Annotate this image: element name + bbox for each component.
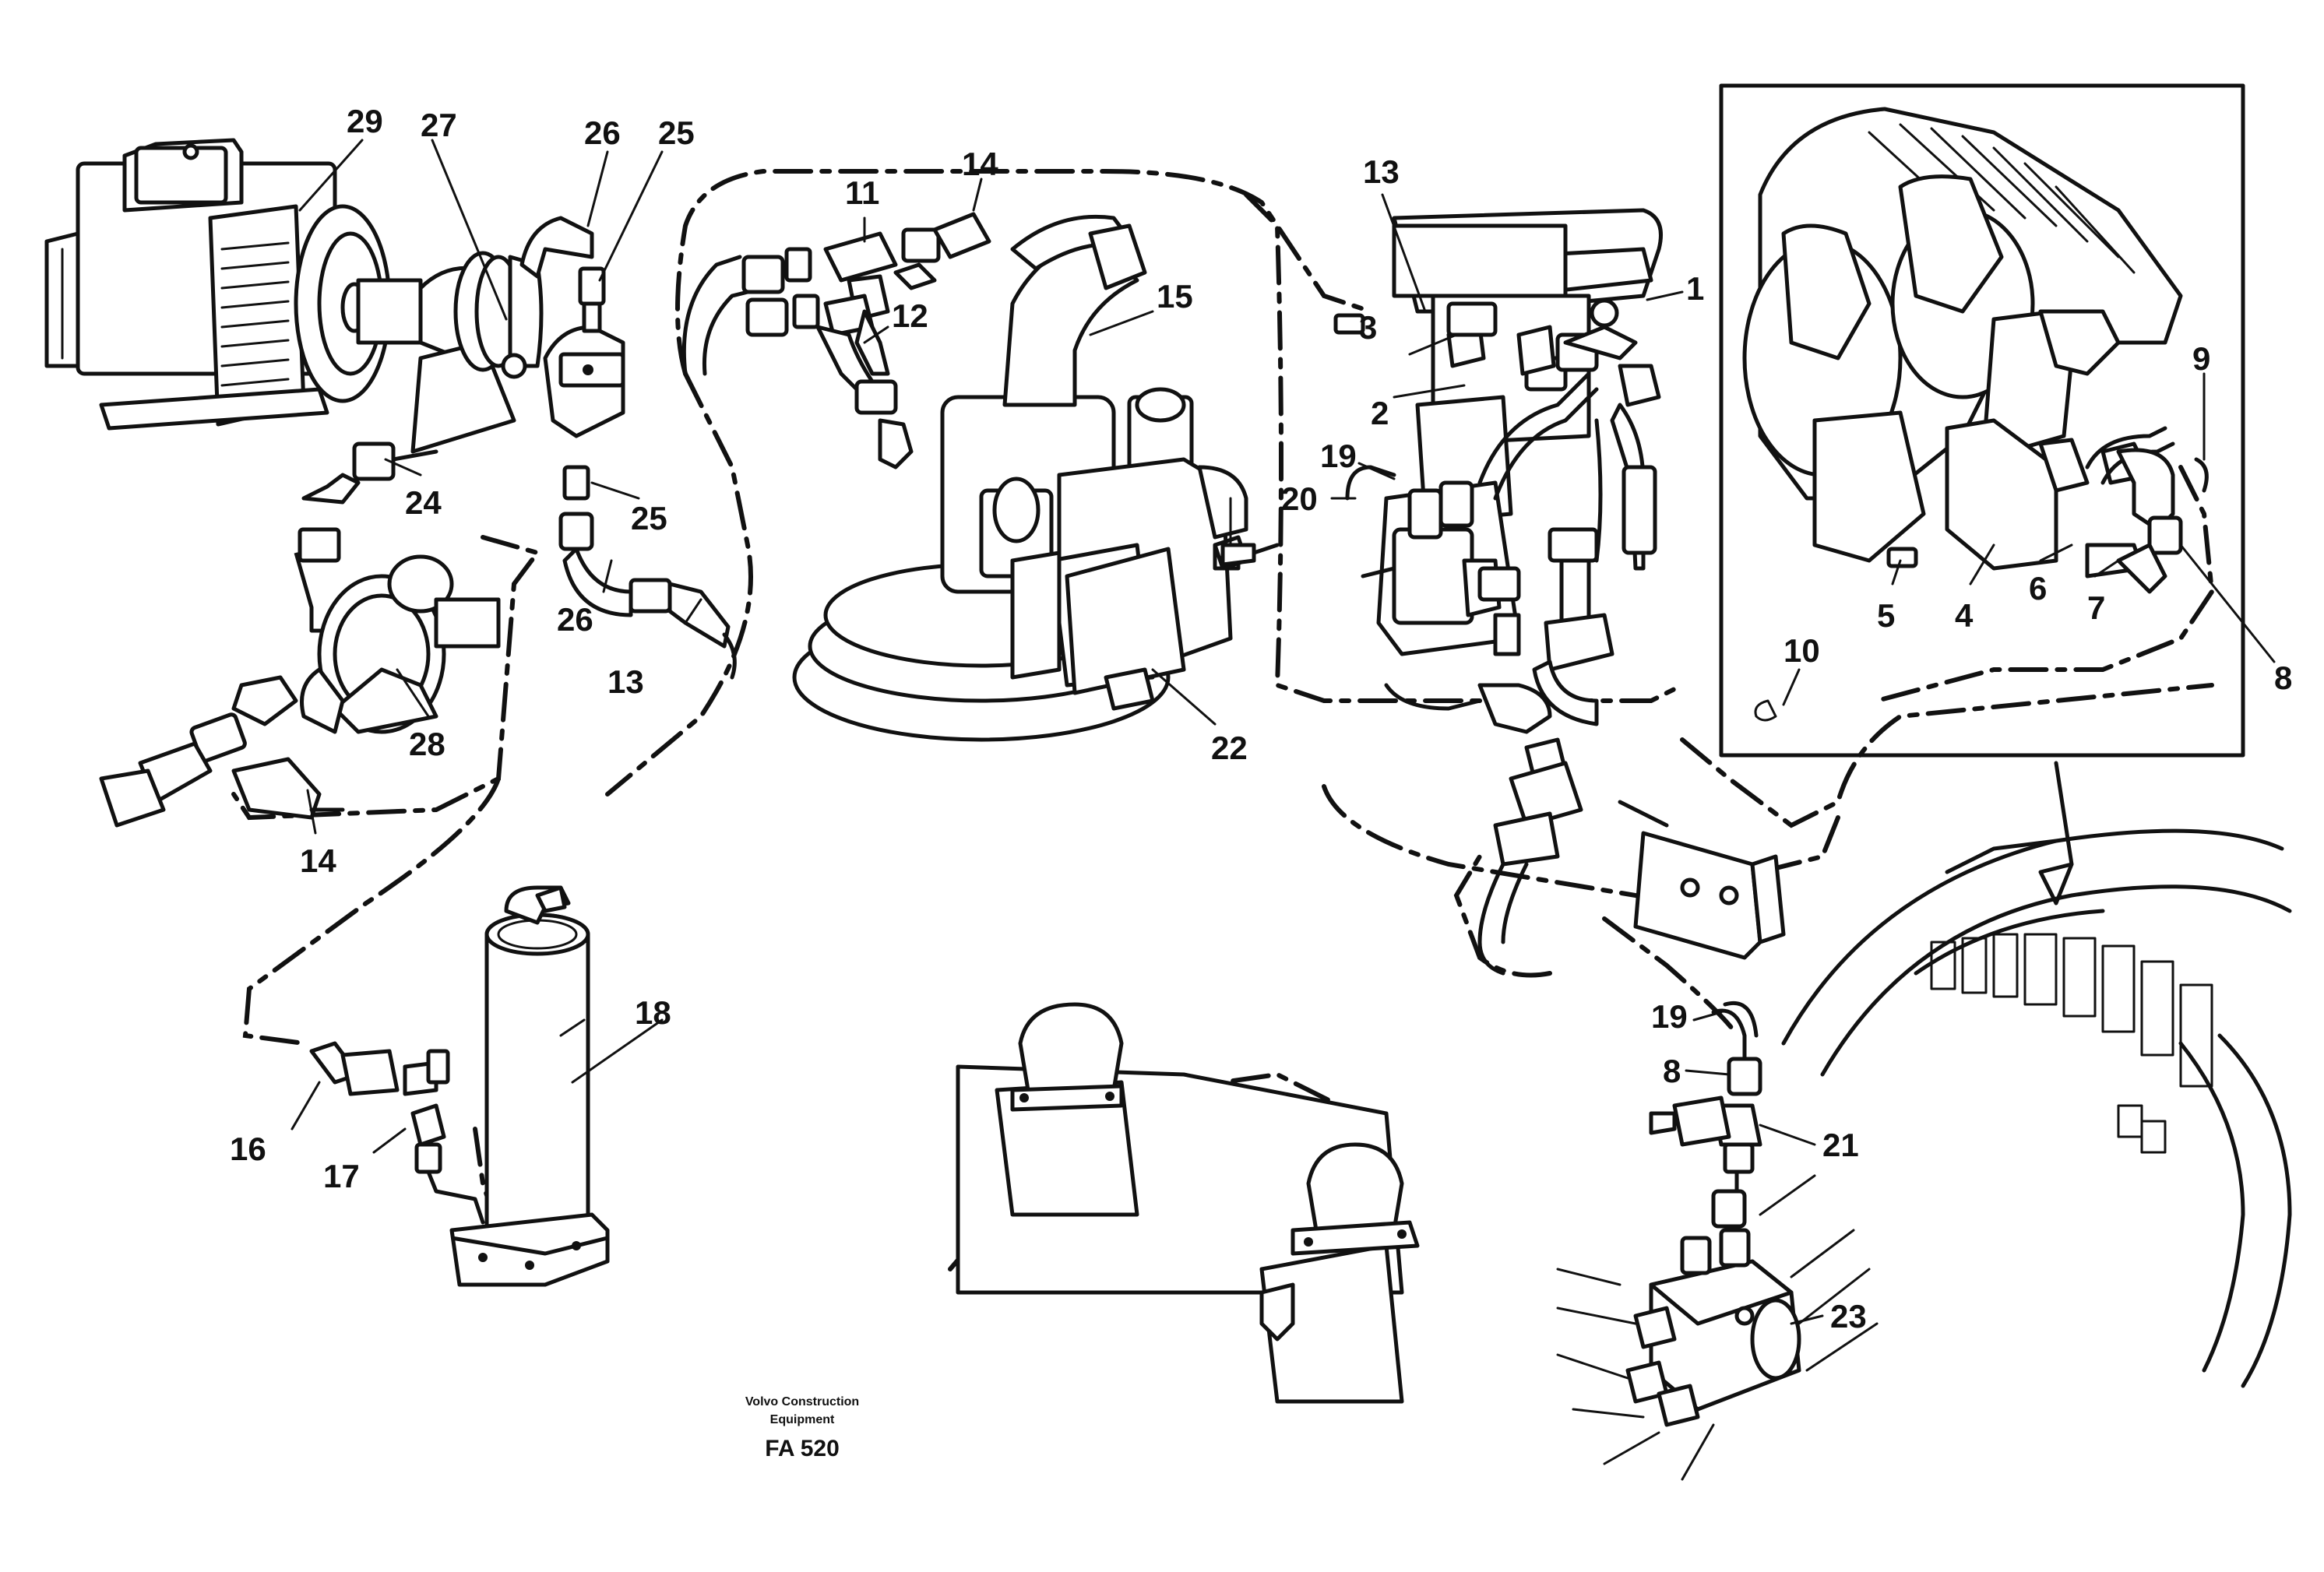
callout-17: 17 xyxy=(323,1158,360,1194)
callout-24: 24 xyxy=(405,484,442,521)
callout-3: 3 xyxy=(1359,309,1377,346)
coupling-assembly xyxy=(453,216,737,680)
callout-13-left: 13 xyxy=(607,663,644,700)
callout-12: 12 xyxy=(892,297,928,334)
callout-27: 27 xyxy=(421,107,457,143)
callout-13-right: 13 xyxy=(1363,153,1400,190)
callout-14-left: 14 xyxy=(300,842,336,879)
callout-29: 29 xyxy=(347,103,383,139)
callout-1: 1 xyxy=(1686,270,1704,307)
callout-4: 4 xyxy=(1955,597,1974,634)
hose-19-lower xyxy=(1477,737,1583,976)
callout-14-top: 14 xyxy=(962,146,998,182)
callout-10: 10 xyxy=(1783,632,1820,669)
detail-inset xyxy=(1719,83,2245,906)
callout-22: 22 xyxy=(1211,730,1248,766)
filter-18-assembly xyxy=(309,885,610,1287)
valve-23-assembly xyxy=(1556,1174,1879,1481)
hoses-11-12-14 xyxy=(681,212,991,469)
callout-numbers: 29 27 26 25 24 25 26 13 28 14 11 14 15 1… xyxy=(230,103,2292,1335)
callout-23: 23 xyxy=(1830,1298,1867,1335)
callout-19-upper: 19 xyxy=(1320,438,1357,474)
callout-26-lower: 26 xyxy=(557,601,593,638)
pump-28-assembly xyxy=(99,527,501,828)
callout-9: 9 xyxy=(2192,340,2210,377)
callout-7: 7 xyxy=(2087,589,2105,626)
callout-2: 2 xyxy=(1371,395,1389,431)
callout-19-lower: 19 xyxy=(1651,998,1688,1035)
callout-5: 5 xyxy=(1877,597,1895,634)
center-motor-assembly xyxy=(792,214,1248,742)
callout-8-inset: 8 xyxy=(2274,659,2292,696)
bracket xyxy=(1618,800,1786,960)
callout-18: 18 xyxy=(635,994,671,1031)
callout-20: 20 xyxy=(1281,480,1318,517)
callout-16: 16 xyxy=(230,1131,266,1167)
callout-8-lower: 8 xyxy=(1663,1053,1681,1089)
callout-26-upper: 26 xyxy=(584,114,621,151)
callout-25-lower: 25 xyxy=(631,500,667,536)
reference-code: FA 520 xyxy=(765,1436,840,1461)
maker-line-1: Volvo Construction xyxy=(745,1395,859,1408)
callout-11: 11 xyxy=(845,174,879,211)
generator-assembly xyxy=(44,138,516,454)
lower-center-blocks xyxy=(956,1002,1420,1404)
callout-21: 21 xyxy=(1822,1127,1859,1163)
callout-6: 6 xyxy=(2029,570,2047,607)
callout-leaders xyxy=(290,139,2276,1325)
callout-15: 15 xyxy=(1157,278,1193,315)
valve-block-assembly xyxy=(1220,208,1663,734)
hose-24 xyxy=(301,441,438,505)
cab-arc xyxy=(1781,828,2292,1388)
callout-28: 28 xyxy=(409,726,445,762)
callout-25-upper: 25 xyxy=(658,114,695,151)
fitting-21-assembly xyxy=(1649,1001,1762,1229)
maker-line-2: Equipment xyxy=(770,1413,835,1426)
drawing-reference: Volvo Construction Equipment FA 520 xyxy=(745,1395,859,1461)
